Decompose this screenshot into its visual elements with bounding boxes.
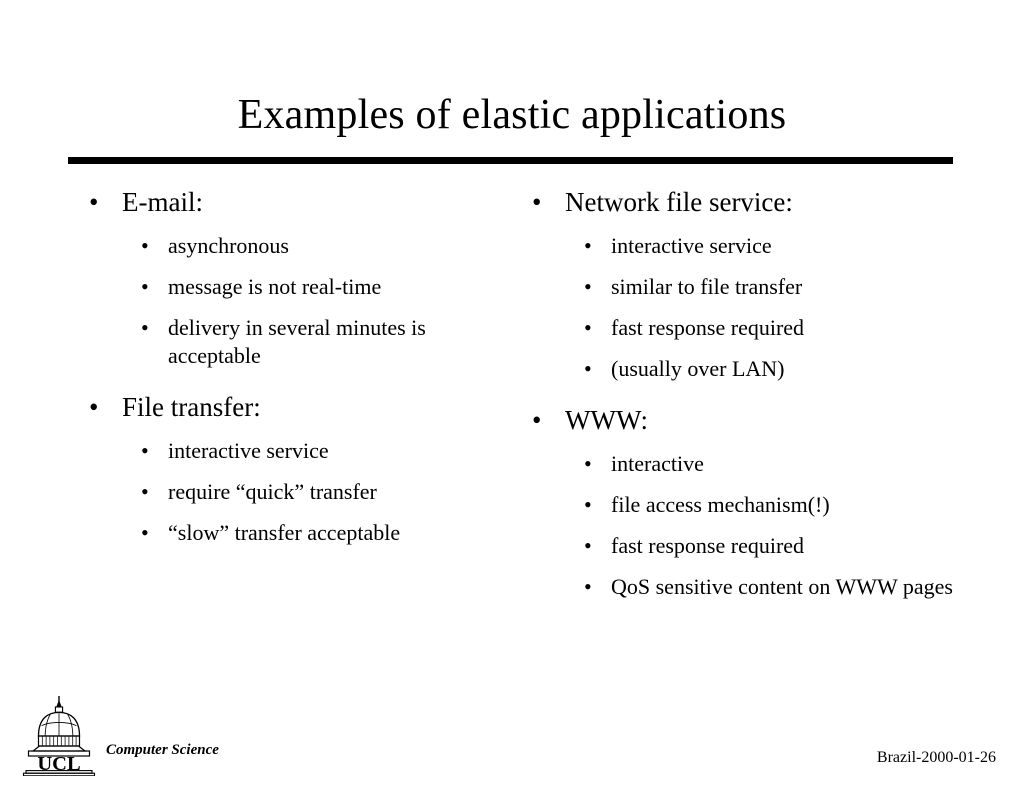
bullet-group-www: • WWW: • interactive • file access mecha… (521, 404, 971, 601)
ucl-logo: UCL Computer Science (22, 694, 219, 776)
ucl-dome-building-icon: UCL (22, 696, 96, 776)
bullet-marker-icon: • (584, 274, 592, 299)
bullet-item-level2: • delivery in several minutes is accepta… (78, 314, 508, 370)
bullet-marker-icon: • (141, 479, 149, 504)
bullet-marker-icon: • (584, 233, 592, 258)
bullet-column-right: • Network file service: • interactive se… (521, 186, 971, 601)
bullet-text: QoS sensitive content on WWW pages (611, 574, 953, 599)
bullet-group-network-file-service: • Network file service: • interactive se… (521, 186, 971, 383)
bullet-text: delivery in several minutes is acceptabl… (168, 315, 426, 368)
bullet-marker-icon: • (584, 356, 592, 381)
bullet-item-level2: • interactive service (78, 437, 508, 465)
bullet-group-email: • E-mail: • asynchronous • message is no… (78, 186, 508, 370)
bullet-item-level2: • require “quick” transfer (78, 478, 508, 506)
bullet-item-level2: • similar to file transfer (521, 273, 971, 301)
page-title: Examples of elastic applications (237, 92, 787, 139)
bullet-marker-icon: • (141, 438, 149, 463)
bullet-text: “slow” transfer acceptable (168, 520, 401, 545)
bullet-text: fast response required (611, 315, 805, 340)
bullet-marker-icon: • (584, 574, 592, 599)
bullet-marker-icon: • (141, 233, 149, 258)
bullet-item-level2: • interactive service (521, 232, 971, 260)
bullet-item-level2: • fast response required (521, 532, 971, 560)
bullet-marker-icon: • (141, 520, 149, 545)
title-divider (68, 157, 953, 164)
bullet-marker-icon: • (89, 392, 99, 422)
bullet-text: interactive service (611, 233, 772, 258)
bullet-column-left: • E-mail: • asynchronous • message is no… (78, 186, 508, 547)
bullet-item-level1: • Network file service: (521, 186, 971, 219)
bullet-text: fast response required (611, 533, 805, 558)
bullet-text: E-mail: (122, 187, 203, 217)
bullet-text: file access mechanism(!) (611, 492, 830, 517)
bullet-item-level2: • QoS sensitive content on WWW pages (521, 573, 971, 601)
bullet-item-level2: • asynchronous (78, 232, 508, 260)
bullet-text: interactive service (168, 438, 329, 463)
bullet-text: message is not real-time (168, 274, 382, 299)
bullet-text: (usually over LAN) (611, 356, 785, 381)
bullet-marker-icon: • (141, 274, 149, 299)
bullet-marker-icon: • (141, 315, 149, 340)
bullet-text: File transfer: (122, 392, 261, 422)
bullet-marker-icon: • (584, 451, 592, 476)
bullet-text: require “quick” transfer (168, 479, 377, 504)
bullet-item-level2: • “slow” transfer acceptable (78, 519, 508, 547)
bullet-text: interactive (611, 451, 704, 476)
bullet-item-level2: • message is not real-time (78, 273, 508, 301)
bullet-item-level1: • File transfer: (78, 391, 508, 424)
bullet-marker-icon: • (532, 405, 542, 435)
bullet-item-level1: • WWW: (521, 404, 971, 437)
slide-body: • E-mail: • asynchronous • message is no… (0, 186, 1024, 656)
bullet-text: WWW: (565, 405, 648, 435)
bullet-marker-icon: • (584, 533, 592, 558)
footer-date-label: Brazil-2000-01-26 (876, 749, 996, 766)
bullet-marker-icon: • (584, 492, 592, 517)
bullet-item-level2: • interactive (521, 450, 971, 478)
bullet-marker-icon: • (89, 187, 99, 217)
bullet-item-level2: • (usually over LAN) (521, 355, 971, 383)
bullet-item-level2: • fast response required (521, 314, 971, 342)
bullet-item-level2: • file access mechanism(!) (521, 491, 971, 519)
ucl-wordmark: UCL (37, 753, 80, 775)
bullet-text: similar to file transfer (611, 274, 803, 299)
bullet-group-file-transfer: • File transfer: • interactive service •… (78, 391, 508, 547)
bullet-marker-icon: • (584, 315, 592, 340)
bullet-item-level1: • E-mail: (78, 186, 508, 219)
department-label: Computer Science (106, 742, 219, 758)
bullet-text: asynchronous (168, 233, 289, 258)
bullet-marker-icon: • (532, 187, 542, 217)
bullet-text: Network file service: (565, 187, 793, 217)
